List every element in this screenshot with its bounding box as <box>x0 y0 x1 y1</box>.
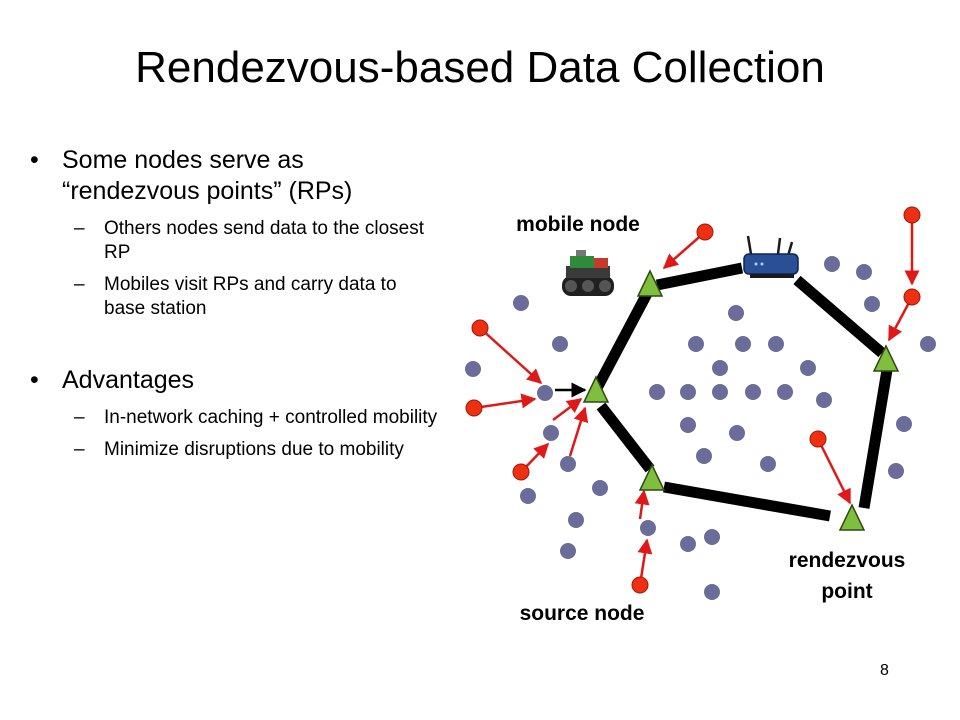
source-node <box>471 319 489 337</box>
bullet-text: Some nodes serve as “rendezvous points” … <box>62 146 353 205</box>
sub-bullet: – Mobiles visit RPs and carry data to ba… <box>30 273 440 321</box>
sensor-node <box>712 384 728 400</box>
rendezvous-points <box>582 269 900 531</box>
sensor-node <box>816 392 832 408</box>
sensor-node <box>560 456 576 472</box>
page-number: 8 <box>880 662 889 679</box>
sensor-node <box>864 296 880 312</box>
data-arrow <box>473 393 537 410</box>
sensor-nodes <box>465 256 936 600</box>
dash: – <box>74 439 85 460</box>
sub-bullet-text: Others nodes send data to the closest RP <box>104 218 425 263</box>
label-rendezvous-line1: rendezvous <box>788 549 906 572</box>
sensor-node <box>592 480 608 496</box>
source-nodes <box>465 206 921 594</box>
route-segment <box>663 481 831 522</box>
sensor-node <box>768 336 784 352</box>
rendezvous-point <box>838 503 866 531</box>
source-node <box>631 576 649 594</box>
sensor-node <box>520 488 536 504</box>
sensor-node <box>513 295 529 311</box>
sensor-node <box>704 584 720 600</box>
source-node <box>809 430 827 448</box>
slide-title: Rendezvous-based Data Collection <box>135 43 825 92</box>
sensor-node <box>920 336 936 352</box>
label-mobile-node: mobile node <box>516 213 640 236</box>
rendezvous-point <box>638 463 666 491</box>
label-source-node: source node <box>519 602 645 625</box>
bullet-list: • Some nodes serve as “rendezvous points… <box>30 145 440 462</box>
label-rendezvous-point: rendezvous point <box>752 545 942 607</box>
sensor-node <box>537 385 553 401</box>
route-segment <box>596 402 655 473</box>
bullet-dot: • <box>30 366 39 394</box>
data-arrow <box>662 231 706 269</box>
sensor-node <box>760 456 776 472</box>
sensor-node <box>888 463 904 479</box>
sensor-node <box>896 416 912 432</box>
data-arrow <box>552 398 583 421</box>
forwarding-arrows <box>473 222 920 586</box>
sub-bullet: – In-network caching + controlled mobili… <box>30 406 440 430</box>
data-arrow <box>568 406 589 457</box>
source-node <box>903 288 921 306</box>
source-node <box>512 463 530 481</box>
sensor-node <box>680 417 696 433</box>
sensor-node <box>640 520 656 536</box>
sensor-node <box>800 360 816 376</box>
data-arrow <box>479 327 543 385</box>
sensor-node <box>712 360 728 376</box>
sensor-node <box>735 336 751 352</box>
sub-bullet-text: In-network caching + controlled mobility <box>104 407 438 428</box>
bullet-rendezvous: • Some nodes serve as “rendezvous points… <box>30 145 440 207</box>
sub-bullet-text: Minimize disruptions due to mobility <box>104 439 404 460</box>
sensor-node <box>856 264 872 280</box>
sensor-node <box>649 384 665 400</box>
sensor-node <box>552 336 568 352</box>
sensor-node <box>729 425 745 441</box>
source-node <box>903 206 921 224</box>
data-arrow <box>634 489 650 520</box>
route-segment <box>858 369 893 509</box>
dash: – <box>74 407 85 428</box>
rendezvous-point <box>636 269 664 297</box>
sensor-node <box>560 543 576 559</box>
source-node <box>696 223 714 241</box>
data-arrow <box>816 438 852 505</box>
route-segment <box>793 275 886 358</box>
sensor-node <box>777 384 793 400</box>
label-rendezvous-line2: point <box>821 580 873 603</box>
sensor-node <box>465 361 481 377</box>
robot-icon <box>562 250 614 296</box>
sensor-node <box>543 425 559 441</box>
sensor-node <box>696 448 712 464</box>
route-segment <box>591 285 655 393</box>
sensor-node <box>568 512 584 528</box>
dash: – <box>74 274 85 295</box>
source-node <box>465 399 483 417</box>
rendezvous-point <box>872 344 900 372</box>
sensor-node <box>824 256 840 272</box>
sub-bullet: – Others nodes send data to the closest … <box>30 217 440 265</box>
bullet-text: Advantages <box>62 366 195 394</box>
bullet-advantages: • Advantages <box>30 365 440 396</box>
route-segment <box>655 262 744 291</box>
bullet-dot: • <box>30 146 39 174</box>
dash: – <box>74 218 85 239</box>
sub-bullet-text: Mobiles visit RPs and carry data to base… <box>104 274 397 319</box>
sensor-node <box>728 305 744 321</box>
sensor-node <box>745 384 761 400</box>
rendezvous-point <box>582 375 610 403</box>
sensor-node <box>680 384 696 400</box>
sensor-node <box>680 536 696 552</box>
sub-bullet: – Minimize disruptions due to mobility <box>30 438 440 462</box>
sensor-node <box>704 529 720 545</box>
sensor-node <box>688 336 704 352</box>
router-icon <box>743 235 799 278</box>
mobile-route <box>591 262 893 522</box>
